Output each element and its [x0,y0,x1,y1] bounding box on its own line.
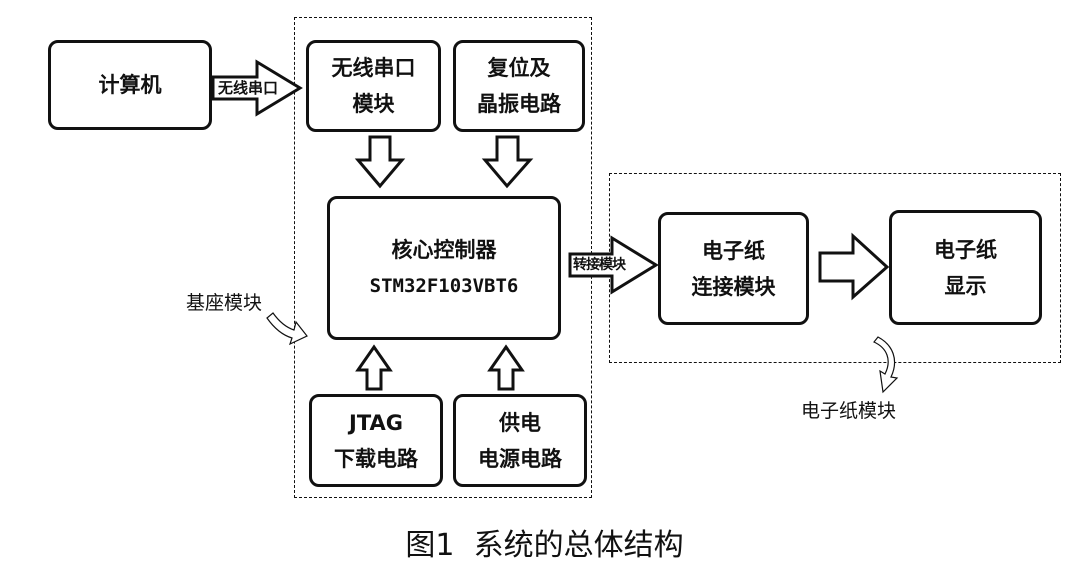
epaper-connect-box: 电子纸 连接模块 [658,212,809,325]
jtag-line2: 下载电路 [334,446,418,471]
epaper-display-box: 电子纸 显示 [889,210,1042,325]
epd-display-line2: 显示 [944,273,987,298]
arrow-jtag-to-core [355,344,393,391]
reset-oscillator-box: 复位及 晶振电路 [453,40,585,132]
computer-label: 计算机 [98,73,162,97]
convert-arrow-label: 转接模块 [573,257,626,273]
jtag-line1: JTAG [349,410,403,435]
base-label-pointer-icon [266,312,308,346]
epd-connect-line2: 连接模块 [691,274,776,299]
epd-connect-line1: 电子纸 [702,238,765,263]
power-supply-box: 供电 电源电路 [453,394,587,487]
power-line2: 电源电路 [478,446,562,471]
core-line1: 核心控制器 [391,238,497,262]
wireless-line1: 无线串口 [331,56,416,80]
base-module-label: 基座模块 [186,292,263,314]
core-controller-box: 核心控制器 STM32F103VBT6 [327,196,561,340]
wireless-line2: 模块 [352,92,395,116]
arrow-reset-to-core [481,135,534,189]
reset-line2: 晶振电路 [477,92,561,116]
arrow-computer-to-wireless [211,59,303,117]
arrow-connect-to-display [818,232,890,301]
wireless-arrow-label: 无线串口 [218,79,279,97]
wireless-serial-module-box: 无线串口 模块 [306,40,441,132]
arrow-wireless-to-core [354,135,406,189]
jtag-download-box: JTAG 下载电路 [309,394,443,487]
reset-line1: 复位及 [487,56,551,80]
arrow-power-to-core [487,344,525,391]
epaper-label-pointer-icon [873,336,899,394]
epaper-module-label: 电子纸模块 [801,400,897,422]
figure-caption: 图1 系统的总体结构 [405,528,684,563]
power-line1: 供电 [499,410,541,435]
epd-display-line1: 电子纸 [934,237,997,262]
arrow-core-to-epd [568,235,659,295]
computer-box: 计算机 [48,40,212,130]
core-line2: STM32F103VBT6 [369,275,519,297]
